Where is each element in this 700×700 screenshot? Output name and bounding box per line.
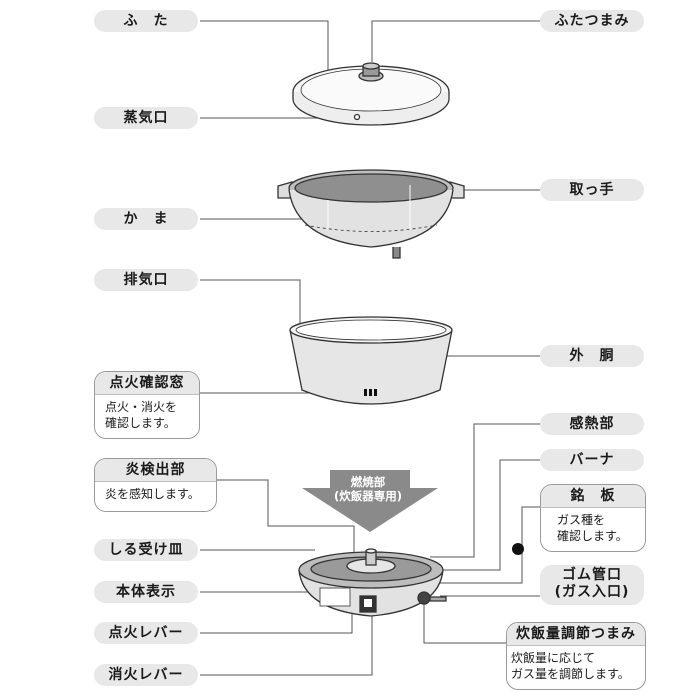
box-rice-amount-knob-desc: 炊飯量に応じて ガス量を調節します。: [511, 651, 630, 681]
label-gas-inlet: ゴム管口 (ガス入口): [540, 565, 644, 605]
box-ignition-window: 点火確認窓 点火・消火を 確認します。: [94, 371, 200, 439]
box-rice-amount-knob: 炊飯量調節つまみ 炊飯量に応じて ガス量を調節します。: [506, 622, 646, 690]
label-exhaust: 排気口: [94, 269, 198, 291]
box-flame-detector: 炎検出部 炎を感知します。: [94, 458, 217, 512]
arrow-label: 燃焼部 (炊飯器専用): [333, 475, 402, 503]
box-flame-detector-title: 炎検出部: [95, 459, 216, 482]
box-nameplate-desc: ガス種を 確認します。: [557, 513, 628, 543]
lid-illustration: [292, 62, 450, 126]
box-rice-amount-knob-title: 炊飯量調節つまみ: [507, 623, 645, 646]
box-nameplate: 銘 板 ガス種を 確認します。: [540, 484, 646, 552]
outer-body-illustration: [289, 316, 453, 405]
box-nameplate-title: 銘 板: [541, 485, 645, 508]
label-pot: か ま: [94, 208, 198, 230]
label-lid: ふ た: [94, 10, 198, 32]
label-lid-knob: ふたつまみ: [540, 10, 644, 32]
box-ignition-window-desc: 点火・消火を 確認します。: [105, 400, 178, 430]
label-extinguish-lever: 消火レバー: [94, 664, 198, 686]
pot-illustration: [277, 169, 465, 259]
label-handle: 取っ手: [540, 179, 644, 201]
bullet-dot: [512, 543, 524, 555]
label-burner: バーナ: [540, 449, 644, 471]
box-flame-detector-desc: 炎を感知します。: [105, 487, 200, 501]
label-heat-sensor: 感熱部: [540, 413, 644, 435]
box-ignition-window-title: 点火確認窓: [95, 372, 199, 395]
label-outer-body: 外 胴: [540, 345, 644, 367]
label-steam-vent: 蒸気口: [94, 107, 198, 129]
label-ignition-lever: 点火レバー: [94, 622, 198, 644]
label-body-display: 本体表示: [94, 581, 198, 603]
burner-base-illustration: [298, 548, 447, 617]
label-drip-tray: しる受け皿: [94, 539, 198, 561]
combustion-arrow: [302, 470, 438, 532]
